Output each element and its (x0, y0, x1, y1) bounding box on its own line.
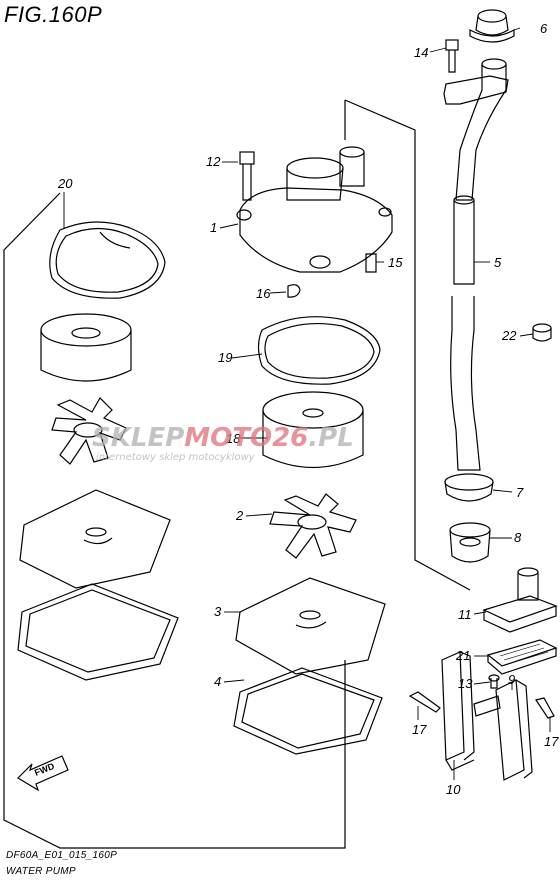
bracket (443, 75, 509, 105)
callout-2: 2 (235, 508, 244, 523)
figure-title: FIG.160P (4, 2, 103, 27)
callout-4: 4 (214, 674, 221, 689)
callout-3: 3 (214, 604, 222, 619)
callout-5: 5 (494, 255, 502, 270)
part-7-grommet (444, 473, 494, 502)
part-11-fitting (482, 567, 558, 633)
callout-7: 7 (516, 485, 524, 500)
callout-19: 19 (218, 350, 232, 365)
watermark-part-d: .PL (308, 423, 354, 453)
part-18-insert (262, 391, 364, 468)
callout-17-right: 17 (544, 734, 559, 749)
watermark-part-c: 26 (272, 423, 308, 453)
callout-6: 6 (540, 21, 548, 36)
callout-14: 14 (414, 45, 428, 60)
part-8-grommet (449, 522, 491, 563)
part-20-impeller (51, 397, 127, 465)
part-21-screen (486, 639, 558, 675)
part-14-bolt (445, 39, 459, 73)
callout-22: 22 (501, 328, 517, 343)
callout-13: 13 (458, 676, 473, 691)
part-1-pump-case (236, 146, 393, 273)
callout-20: 20 (57, 176, 73, 191)
fwd-arrow (17, 755, 69, 792)
diagram-code: DF60A_E01_015_160P (6, 850, 118, 861)
watermark-sub: internetowy sklep motocyklowy (96, 452, 256, 463)
watermark: SKLEPMOTO26.PL internetowy sklep motocyk… (92, 423, 354, 463)
callout-16: 16 (256, 286, 271, 301)
part-20-gasket (17, 583, 179, 681)
part-17-screw-left (408, 691, 441, 713)
part-12-bolt (239, 151, 255, 201)
kit-outline-right (344, 99, 471, 591)
kit-outline (3, 192, 346, 849)
part-3-plate (235, 577, 386, 675)
callout-9: 9 (508, 672, 515, 687)
part-19-ring (257, 316, 381, 385)
part-5-hose (450, 58, 507, 471)
svg-text:SKLEPMOTO26.PL: SKLEPMOTO26.PL (92, 423, 354, 453)
watermark-part-a: SKLEP (92, 423, 184, 453)
part-17-screw-right (535, 697, 555, 719)
callout-17-left: 17 (412, 722, 427, 737)
part-20-ring (49, 221, 166, 299)
part-20-insert (40, 313, 132, 382)
callout-10: 10 (446, 782, 461, 797)
callout-15: 15 (388, 255, 403, 270)
callout-1: 1 (210, 220, 217, 235)
callout-21: 21 (455, 648, 470, 663)
part-20-plate (19, 489, 171, 589)
callout-12: 12 (206, 154, 221, 169)
part-2-impeller (269, 493, 357, 559)
part-10-filter (441, 651, 475, 771)
part-22-cap (532, 323, 552, 342)
callout-11: 11 (458, 607, 472, 622)
part-13-screw (488, 674, 500, 689)
part-6-grommet (469, 9, 515, 43)
diagram-name: WATER PUMP (6, 866, 76, 877)
callout-8: 8 (514, 530, 522, 545)
part-15-dowel (365, 253, 377, 273)
part-4-gasket (233, 667, 383, 755)
part-9-filter (473, 679, 533, 781)
callout-18: 18 (226, 431, 241, 446)
part-16-key (287, 284, 301, 298)
watermark-part-b: MOTO (184, 423, 272, 453)
